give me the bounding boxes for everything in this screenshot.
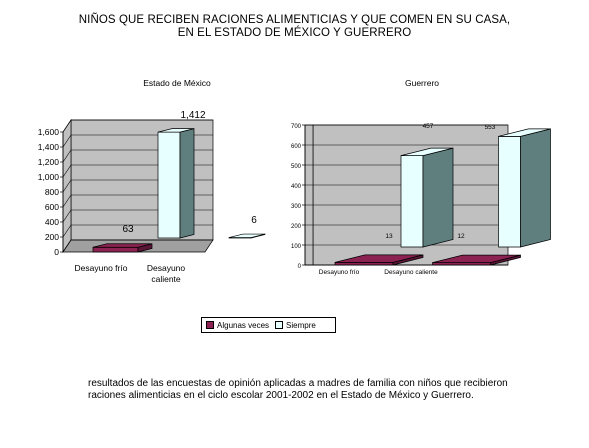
x-category-label-0: Desayuno frío xyxy=(75,263,128,273)
chart-title-1: Guerrero xyxy=(405,78,439,88)
y-tick-label-0: 800 xyxy=(45,187,59,197)
data-label-0: 1,412 xyxy=(180,110,205,121)
x-category-label-0: caliente xyxy=(151,274,181,284)
x-category-label-1: Desayuno caliente xyxy=(384,269,438,276)
legend: Algunas veces Siempre xyxy=(201,317,336,333)
y-tick-label-1: 500 xyxy=(291,164,302,170)
y-tick-label-0: 200 xyxy=(45,232,59,242)
y-tick-label-0: 0 xyxy=(54,247,59,257)
chart-title-0: Estado de México xyxy=(143,78,211,88)
data-label-1: 553 xyxy=(485,124,496,131)
bar-algunas-veces-top-1-0 xyxy=(334,254,424,263)
data-label-1: 12 xyxy=(457,233,465,240)
bar-siempre-side-1-1 xyxy=(520,128,551,248)
bar-algunas-veces-top-0-0 xyxy=(92,243,153,248)
y-tick-label-1: 0 xyxy=(298,264,302,270)
y-tick-label-1: 100 xyxy=(291,244,302,250)
y-tick-label-0: 400 xyxy=(45,217,59,227)
bar-siempre-top-0-1 xyxy=(228,233,266,238)
data-label-0: 6 xyxy=(251,215,257,226)
bar-siempre-top-1-1 xyxy=(498,128,551,137)
y-tick-label-0: 1,200 xyxy=(38,157,60,167)
bar-siempre-side-0-0 xyxy=(179,128,195,239)
bar-siempre-front-0-0 xyxy=(157,131,181,239)
bar-siempre-top-1-0 xyxy=(400,147,454,156)
data-label-0: 63 xyxy=(122,224,134,235)
bar-algunas-veces-top-1-1 xyxy=(432,254,521,263)
legend-label-siempre: Siempre xyxy=(286,320,316,330)
legend-swatch-algunas-veces xyxy=(206,321,214,329)
y-tick-label-0: 1,400 xyxy=(38,142,60,152)
data-label-1: 13 xyxy=(385,233,393,240)
x-category-label-0: Desayuno xyxy=(147,263,186,273)
data-label-1: 457 xyxy=(423,123,434,130)
page-title: NIÑOS QUE RECIBEN RACIONES ALIMENTICIAS … xyxy=(0,14,589,40)
y-tick-label-1: 700 xyxy=(291,124,302,130)
bar-algunas-veces-front-1-0 xyxy=(334,262,394,266)
y-tick-label-1: 400 xyxy=(291,184,302,190)
y-tick-label-0: 1,600 xyxy=(38,127,60,137)
bar-siempre-front-1-0 xyxy=(400,155,424,248)
legend-label-algunas-veces: Algunas veces xyxy=(217,320,270,330)
y-tick-label-1: 300 xyxy=(291,204,302,210)
x-category-label-1: Desayuno frío xyxy=(319,269,360,276)
y-tick-label-1: 600 xyxy=(291,144,302,150)
bar-siempre-side-1-0 xyxy=(422,147,454,248)
y-tick-label-0: 600 xyxy=(45,202,59,212)
title-line-2: EN EL ESTADO DE MÉXICO Y GUERRERO xyxy=(177,27,412,39)
gridline-0 xyxy=(62,119,213,133)
bar-algunas-veces-front-0-0 xyxy=(92,246,139,253)
bar-siempre-top-0-0 xyxy=(157,128,195,133)
legend-swatch-siempre xyxy=(275,321,284,329)
side-wall-1 xyxy=(304,124,314,266)
caption-text: resultados de las encuestas de opinión a… xyxy=(88,378,508,401)
gridline-0 xyxy=(62,239,213,253)
y-tick-label-0: 1,000 xyxy=(38,172,60,182)
bar-algunas-veces-front-1-1 xyxy=(432,262,491,266)
bar-siempre-front-1-1 xyxy=(498,136,521,248)
title-line-1: NIÑOS QUE RECIBEN RACIONES ALIMENTICIAS … xyxy=(78,14,511,26)
y-tick-label-1: 200 xyxy=(291,224,302,230)
